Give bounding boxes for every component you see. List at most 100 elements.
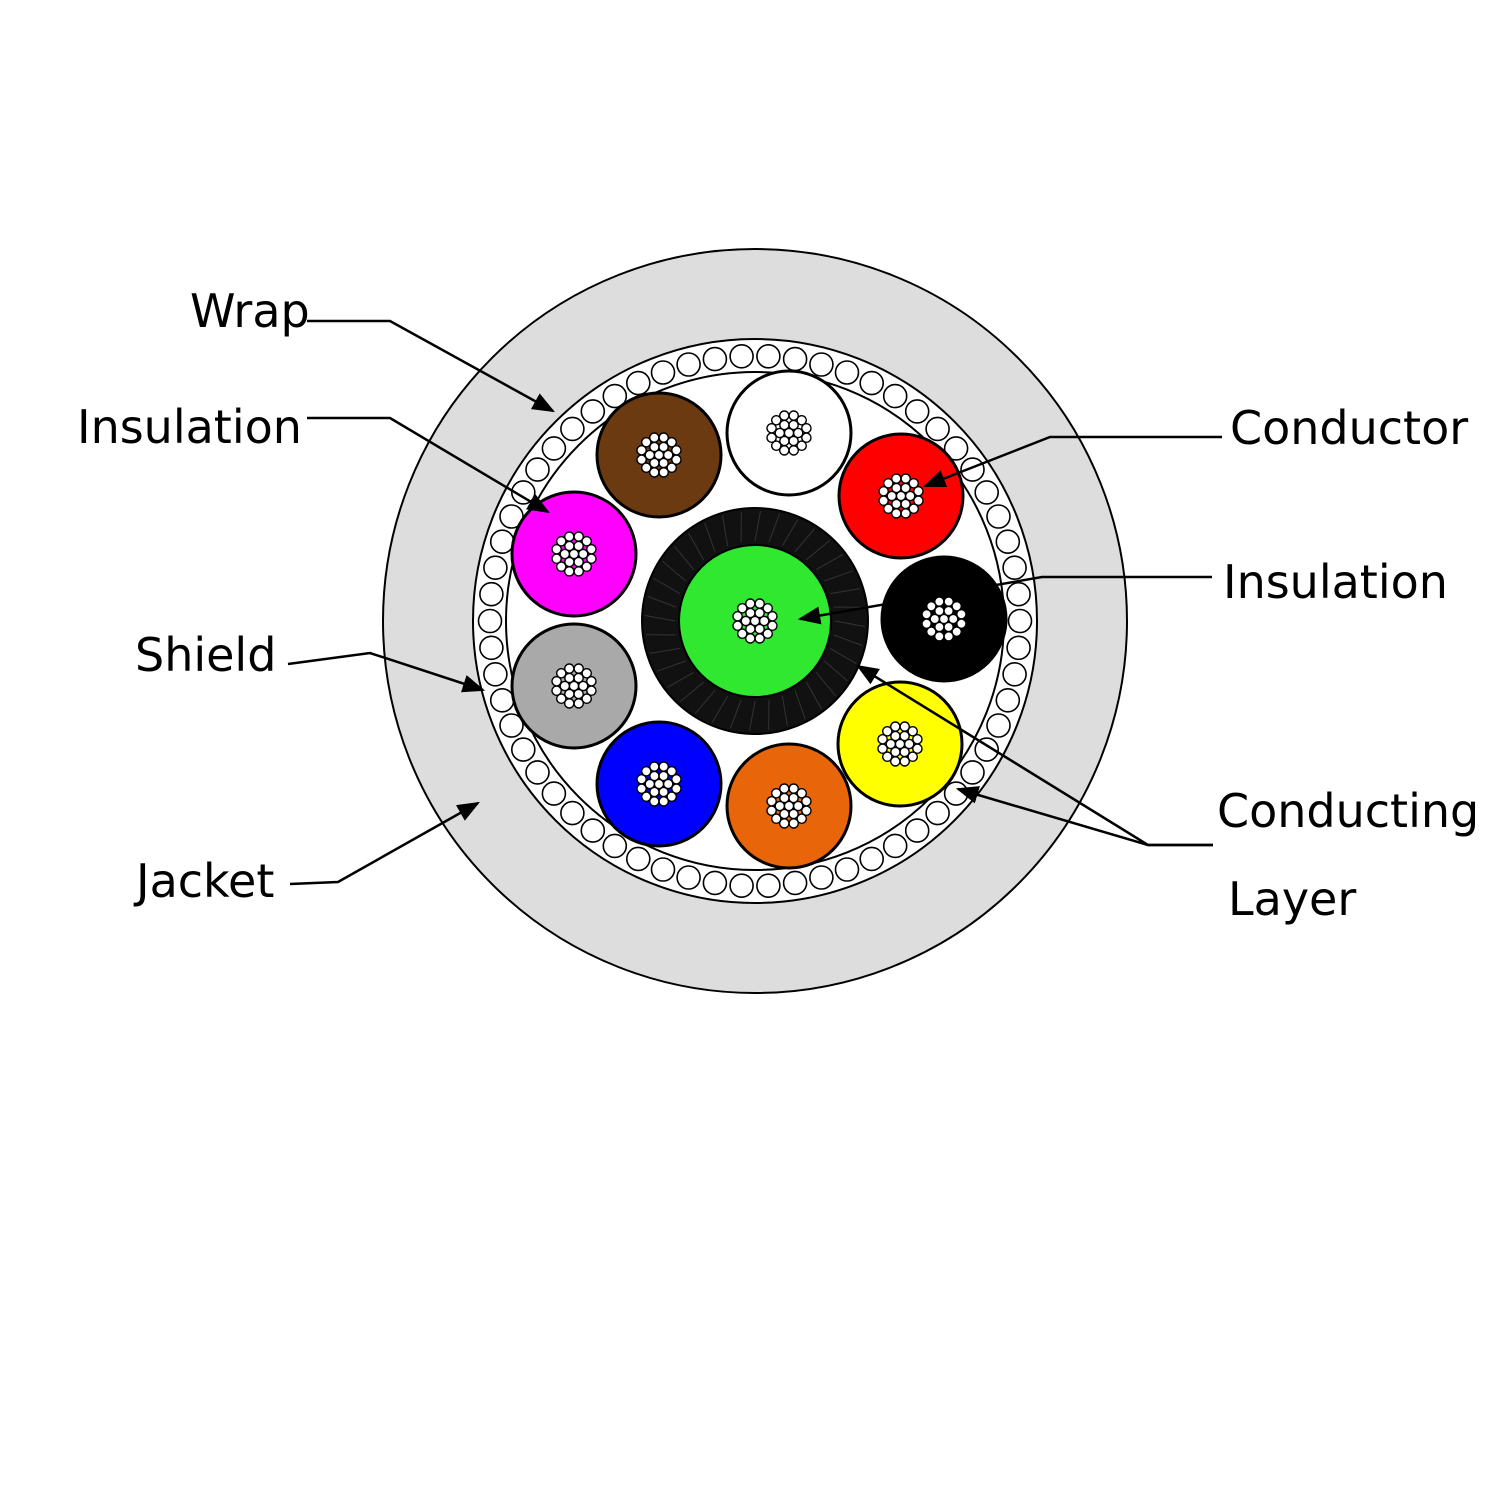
core-magenta bbox=[510, 490, 638, 618]
shield-strand bbox=[499, 713, 524, 738]
conductor-strand bbox=[801, 796, 812, 807]
conductor-strand bbox=[641, 791, 652, 803]
conducting-texture-line bbox=[823, 660, 848, 682]
conductor-strand bbox=[762, 628, 774, 640]
shield-strand bbox=[974, 737, 1000, 762]
shield-strand bbox=[859, 370, 885, 396]
leader-lines bbox=[287, 319, 1222, 886]
shield-strand bbox=[882, 383, 908, 409]
shield-strand bbox=[525, 457, 550, 482]
shield-strand bbox=[479, 581, 504, 607]
core-white bbox=[725, 369, 853, 497]
conductor-strand bbox=[801, 422, 812, 434]
core-black bbox=[880, 555, 1008, 683]
conductor-strand bbox=[882, 751, 893, 763]
conductor-strand bbox=[903, 738, 915, 750]
conducting-texture-line bbox=[688, 533, 705, 560]
conductor-strand bbox=[737, 603, 748, 614]
conductor-strand bbox=[921, 609, 932, 620]
conductor-strand bbox=[792, 427, 804, 439]
shield-strand bbox=[809, 865, 834, 890]
conductor-strand bbox=[899, 756, 911, 767]
conductor-strand bbox=[929, 613, 941, 625]
conducting-texture-line bbox=[829, 647, 857, 665]
shield-strand bbox=[580, 818, 606, 843]
conducting-texture-line bbox=[824, 570, 854, 582]
shield-strand bbox=[782, 346, 808, 372]
conductor-strand bbox=[771, 788, 782, 799]
shield-strand bbox=[489, 529, 515, 555]
conductor-strand bbox=[934, 596, 945, 607]
conducting-texture-line bbox=[816, 554, 843, 571]
conductor-strand bbox=[732, 620, 743, 632]
conducting-layer-texture bbox=[645, 511, 865, 731]
conducting-texture-line bbox=[781, 696, 788, 727]
conductor-strand bbox=[912, 734, 923, 745]
conductor-strand bbox=[666, 436, 678, 448]
conductor-strand bbox=[771, 414, 782, 426]
shield-strand bbox=[477, 608, 503, 634]
conducting-texture-line bbox=[815, 672, 836, 697]
conductor-strand bbox=[890, 721, 901, 732]
conductor-strand bbox=[762, 603, 774, 614]
conductor-strand bbox=[907, 751, 919, 763]
conductor-strand bbox=[788, 410, 800, 421]
conducting-texture-line bbox=[645, 615, 676, 622]
conducting-texture-line bbox=[667, 671, 694, 688]
conductor-strand bbox=[900, 508, 912, 519]
conductor-strand bbox=[767, 611, 778, 622]
conductor-strand bbox=[564, 698, 575, 709]
shield-strand bbox=[809, 352, 834, 377]
conducting-texture-line bbox=[711, 695, 729, 723]
conductor-strand bbox=[636, 783, 647, 795]
conductor-strand bbox=[883, 503, 894, 515]
shield-strand bbox=[541, 436, 567, 461]
conductor-strand bbox=[641, 436, 652, 448]
conducting-texture-line bbox=[704, 522, 716, 552]
shield-strand bbox=[925, 800, 950, 826]
shield-strand bbox=[1006, 581, 1031, 607]
conductor-strand bbox=[658, 796, 670, 807]
shield-strand bbox=[986, 713, 1011, 738]
conductor-strand bbox=[564, 566, 575, 577]
conductor-strand bbox=[891, 473, 902, 484]
conductor-strand bbox=[788, 445, 800, 456]
shield-strand bbox=[1007, 608, 1033, 634]
conductor-strand bbox=[766, 796, 777, 807]
jacket-leader bbox=[289, 801, 480, 886]
conducting-texture-line bbox=[833, 634, 863, 646]
conductor-strand bbox=[779, 445, 790, 456]
conductor-leader bbox=[922, 435, 1222, 488]
shield-strand bbox=[782, 870, 808, 896]
label-jacket: Jacket bbox=[133, 854, 274, 908]
conductor-strand bbox=[559, 548, 571, 560]
conductor-strand bbox=[737, 628, 748, 640]
conducting-texture-line bbox=[674, 545, 695, 570]
conductor-strand bbox=[586, 676, 597, 687]
shield-strand bbox=[702, 870, 728, 896]
conducting-texture-line bbox=[730, 699, 742, 729]
conductor-strand bbox=[671, 774, 682, 785]
shield-strand bbox=[560, 416, 585, 442]
conductor-strand bbox=[551, 553, 562, 565]
label-conducting-line1: Conducting bbox=[1217, 784, 1479, 838]
conductor-strand bbox=[788, 783, 800, 794]
insulation-right-leader bbox=[797, 575, 1212, 625]
shield-strand bbox=[904, 399, 930, 424]
conductor-strand bbox=[754, 598, 766, 609]
conductor-strand bbox=[666, 462, 678, 474]
conducting-texture-line bbox=[656, 660, 686, 672]
conductor-strand bbox=[766, 432, 777, 444]
core-brown bbox=[595, 391, 723, 519]
conductor-strand bbox=[658, 467, 670, 478]
conductor-strand bbox=[556, 536, 567, 547]
shield-strand bbox=[650, 360, 676, 385]
shield-strand bbox=[729, 343, 754, 369]
conductor-strand bbox=[581, 668, 593, 679]
shield-strand bbox=[676, 865, 701, 890]
shield-strand bbox=[560, 800, 585, 826]
shield-strand bbox=[483, 661, 508, 687]
shield-strand bbox=[676, 352, 701, 377]
conducting-texture-line bbox=[834, 620, 865, 627]
label-conducting-line2: Layer bbox=[1228, 872, 1356, 926]
